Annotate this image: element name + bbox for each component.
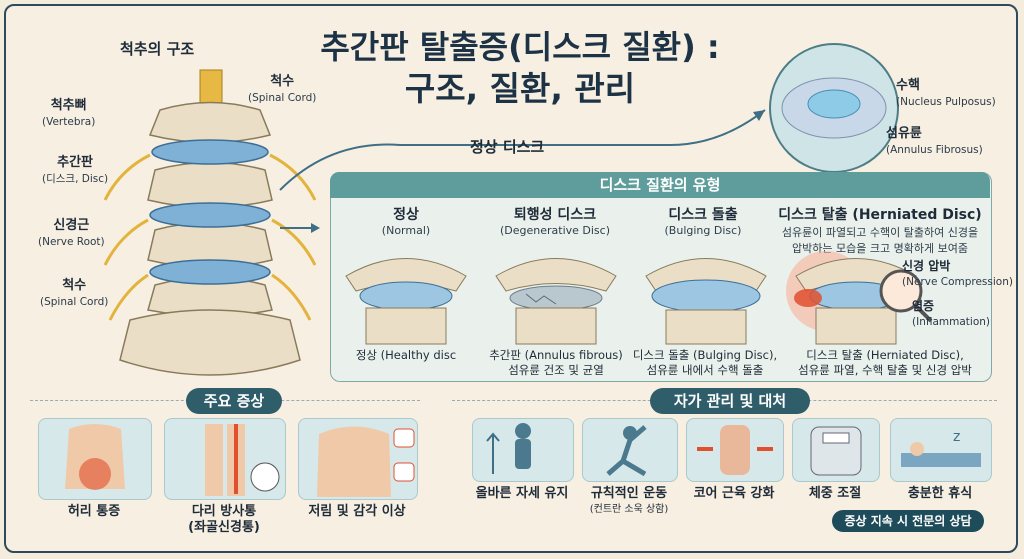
bulging-disc-shape	[645, 258, 767, 345]
symptom-label-sciatica: 다리 방사통(좌골신경통)	[188, 504, 260, 535]
type-normal: 정상 (Normal)	[381, 207, 431, 237]
vertebra-label: 척추뼈(Vertebra)	[42, 98, 96, 128]
nerve-compression-label: 신경 압박(Nerve Compression)	[902, 259, 1013, 288]
type-bulging: 디스크 돌출 (Bulging Disc)	[664, 207, 742, 237]
symptoms-heading: 주요 증상	[186, 388, 282, 414]
spinal-cord-top-label: 척수(Spinal Cord)	[248, 74, 317, 104]
svg-text:z: z	[953, 429, 960, 445]
sleep-icon: z	[901, 429, 981, 467]
symptom-label-back-pain: 허리 통증	[67, 504, 121, 519]
title-line1: 추간판 탈출증(디스크 질환) :	[320, 28, 720, 66]
connector-arrows	[279, 109, 766, 233]
symptom-label-numbness: 저림 및 감각 이상	[308, 504, 406, 519]
nerve-root-label: 신경근(Nerve Root)	[38, 218, 105, 248]
exercise-icon	[606, 425, 647, 477]
care-label-exercise: 규칙적인 운동 (컨트란 소욱 상함)	[589, 486, 669, 515]
back-pain-icon	[65, 424, 125, 490]
consult-badge: 증상 지속 시 전문의 상담	[832, 510, 984, 532]
disc-types-illustrations	[345, 251, 933, 345]
spine-illustration	[103, 69, 317, 376]
symptom-sciatica-card	[164, 418, 286, 500]
degenerative-disc-shape	[495, 258, 617, 345]
magnifier-icon	[879, 269, 923, 313]
care-label-posture: 올바른 자세 유지	[475, 486, 569, 501]
normal-disc-shape	[345, 258, 467, 345]
spine-heading: 척추의 구조	[120, 40, 195, 58]
care-posture-card	[472, 418, 574, 482]
herniated-disc-shape	[786, 251, 933, 345]
numbness-icon	[317, 426, 415, 497]
care-exercise-card	[582, 418, 678, 482]
care-heading: 자가 관리 및 대처	[650, 388, 810, 414]
disc-types-heading: 디스크 질환의 유형	[330, 172, 990, 198]
type-degenerative: 퇴행성 디스크 (Degenerative Disc)	[499, 207, 611, 237]
care-core-card	[686, 418, 784, 482]
symptom-back-pain-card	[38, 418, 152, 500]
care-label-core: 코어 근육 강화	[693, 486, 775, 501]
caption-degenerative: 추간판 (Annulus fibrous)섬유륜 건조 및 균열	[489, 348, 623, 377]
inflammation-label: 염증(Inflammation)	[912, 299, 990, 328]
caption-herniated: 디스크 탈출 (Herniated Disc),섬유륜 파열, 수핵 탈출 및 …	[798, 348, 972, 377]
care-label-rest: 충분한 휴식	[907, 486, 973, 501]
nucleus-label: 수핵(Nucleus Pulposus)	[896, 78, 996, 108]
normal-disc-closeup	[769, 43, 899, 173]
leg-pain-icon	[205, 424, 280, 496]
caption-bulging: 디스크 돌출 (Bulging Disc),섬유륜 내에서 수핵 돌출	[632, 348, 778, 377]
title-line2: 구조, 질환, 관리	[404, 69, 636, 108]
annulus-label: 섬유륜(Annulus Fibrosus)	[886, 126, 983, 156]
care-label-weight: 체중 조절	[808, 486, 862, 501]
caption-normal: 정상 (Healthy disc	[355, 348, 457, 362]
care-rest-card: z	[890, 418, 992, 482]
care-weight-card	[792, 418, 880, 482]
spinal-cord-label: 척수(Spinal Cord)	[40, 278, 109, 308]
symptom-numbness-card	[298, 418, 418, 500]
scale-icon	[810, 426, 862, 476]
page-title: 추간판 탈출증(디스크 질환) : 구조, 질환, 관리	[290, 26, 750, 110]
normal-disc-label: 정상 디스크	[470, 138, 545, 156]
core-muscle-icon	[697, 425, 773, 475]
posture-icon	[486, 423, 531, 474]
type-herniated: 디스크 탈출 (Herniated Disc) 섬유륜이 파열되고 수핵이 탈출…	[778, 207, 982, 255]
disc-label: 추간판(디스크, Disc)	[42, 155, 109, 185]
